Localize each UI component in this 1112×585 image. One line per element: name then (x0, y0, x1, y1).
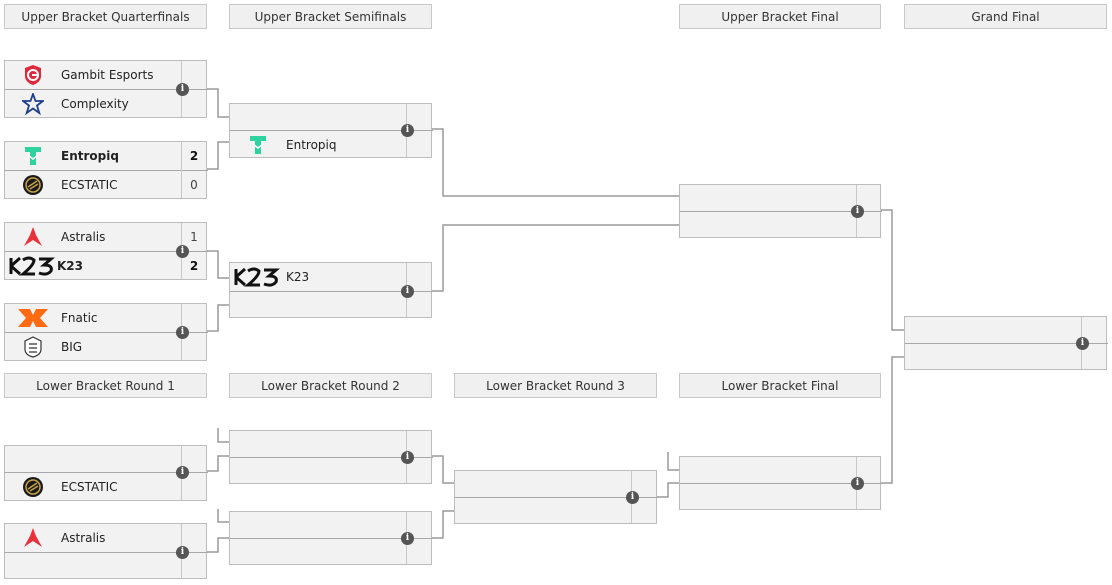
team-row[interactable]: Complexity (5, 90, 129, 118)
team-row[interactable]: K23 2 (5, 252, 198, 280)
match-divider (905, 343, 1108, 344)
team-name: Astralis (61, 230, 106, 244)
match-ub-sf2[interactable]: K23 i (229, 262, 433, 318)
info-icon[interactable]: i (176, 326, 189, 339)
team-name: ECSTATIC (61, 480, 118, 494)
info-icon[interactable]: i (1076, 337, 1089, 350)
k23-logo-icon (9, 255, 55, 277)
header-lb-round-2: Lower Bracket Round 2 (229, 373, 432, 398)
match-divider (5, 552, 208, 553)
ecstatic-logo-icon (19, 174, 47, 196)
match-lb-r2b[interactable]: i (229, 511, 433, 565)
match-lb-r1b[interactable]: Astralis i (4, 523, 208, 579)
match-ub-sf1[interactable]: Entropiq i (229, 103, 433, 159)
header-ub-final: Upper Bracket Final (679, 4, 881, 29)
info-icon[interactable]: i (176, 83, 189, 96)
match-lb-r3[interactable]: i (454, 470, 658, 524)
header-lb-round-3: Lower Bracket Round 3 (454, 373, 657, 398)
match-divider (5, 472, 208, 473)
team-name: K23 (286, 270, 310, 284)
match-divider (230, 457, 433, 458)
entropiq-logo-icon (19, 145, 47, 167)
header-lb-round-1: Lower Bracket Round 1 (4, 373, 207, 398)
team-row[interactable]: Gambit Esports (5, 61, 154, 89)
info-icon[interactable]: i (401, 124, 414, 137)
team-name: K23 (57, 259, 83, 273)
info-icon[interactable]: i (176, 546, 189, 559)
team-score: 2 (189, 259, 199, 273)
team-row[interactable]: Astralis (5, 524, 105, 552)
team-name: Complexity (61, 97, 129, 111)
header-ub-semifinals: Upper Bracket Semifinals (229, 4, 432, 29)
k23-logo-icon (234, 266, 280, 288)
ecstatic-logo-icon (19, 476, 47, 498)
match-ub-final[interactable]: i (679, 184, 882, 238)
match-lb-r1a[interactable]: ECSTATIC i (4, 445, 208, 501)
header-lb-final: Lower Bracket Final (679, 373, 881, 398)
match-grand-final[interactable]: i (904, 316, 1108, 370)
big-logo-icon (19, 336, 47, 358)
team-row[interactable]: Entropiq (230, 131, 336, 159)
header-grand-final: Grand Final (904, 4, 1107, 29)
team-name: BIG (61, 340, 83, 354)
team-row[interactable]: BIG (5, 333, 82, 361)
match-divider (230, 538, 433, 539)
team-row[interactable]: ECSTATIC (5, 473, 118, 501)
info-icon[interactable]: i (401, 451, 414, 464)
astralis-logo-icon (19, 226, 47, 248)
match-divider (680, 483, 882, 484)
info-icon[interactable]: i (626, 491, 639, 504)
match-divider (5, 89, 208, 90)
astralis-logo-icon (19, 527, 47, 549)
info-icon[interactable]: i (401, 285, 414, 298)
info-icon[interactable]: i (851, 477, 864, 490)
info-icon[interactable]: i (176, 466, 189, 479)
entropiq-logo-icon (244, 134, 272, 156)
header-ub-quarterfinals: Upper Bracket Quarterfinals (4, 4, 207, 29)
team-name: Entropiq (61, 149, 119, 163)
match-lb-r2a[interactable]: i (229, 430, 433, 484)
team-name: Entropiq (286, 138, 337, 152)
match-divider (455, 497, 658, 498)
match-divider (5, 170, 208, 171)
team-row[interactable]: Entropiq 2 (5, 142, 198, 170)
match-divider (230, 291, 433, 292)
info-icon[interactable]: i (401, 532, 414, 545)
info-icon[interactable]: i (851, 205, 864, 218)
team-row[interactable]: Fnatic (5, 304, 98, 332)
team-row[interactable]: ECSTATIC 0 (5, 171, 198, 199)
team-score: 1 (190, 230, 198, 244)
match-ub-qf2[interactable]: Entropiq 2 ECSTATIC 0 (4, 141, 208, 199)
team-row[interactable]: Astralis 1 (5, 223, 198, 251)
match-divider (5, 332, 208, 333)
match-lb-final[interactable]: i (679, 456, 882, 510)
team-name: Fnatic (61, 311, 98, 325)
team-row[interactable]: K23 (230, 263, 309, 291)
team-name: Astralis (61, 531, 106, 545)
fnatic-logo-icon (16, 307, 50, 329)
score-column-divider (181, 142, 182, 198)
match-divider (5, 251, 208, 252)
team-name: Gambit Esports (61, 68, 154, 82)
complexity-star-icon (19, 93, 47, 115)
match-ub-qf4[interactable]: Fnatic BIG i (4, 303, 208, 361)
team-score: 0 (190, 178, 198, 192)
match-ub-qf3[interactable]: Astralis 1 K23 2 i (4, 222, 208, 280)
gambit-logo-icon (19, 64, 47, 86)
team-score: 2 (189, 149, 199, 163)
match-divider (680, 211, 882, 212)
team-name: ECSTATIC (61, 178, 118, 192)
info-icon[interactable]: i (176, 245, 189, 258)
match-ub-qf1[interactable]: Gambit Esports Complexity i (4, 60, 208, 118)
match-divider (230, 130, 433, 131)
